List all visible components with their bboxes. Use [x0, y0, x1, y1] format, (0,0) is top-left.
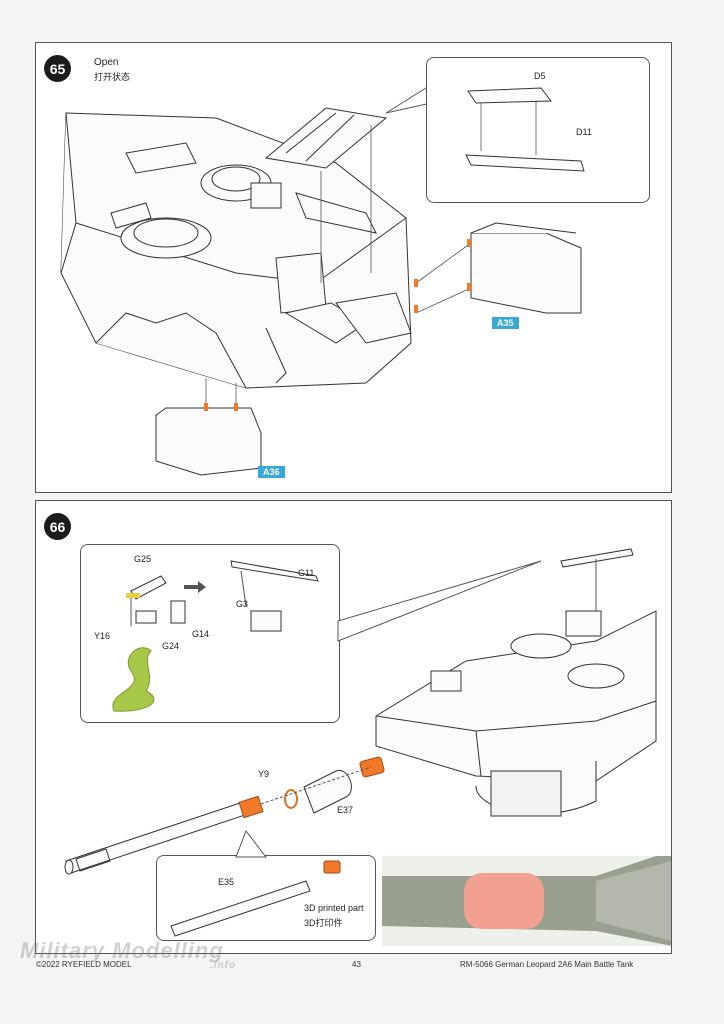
part-label-d11: D11	[576, 127, 592, 137]
footer-copyright: ©2022 RYEFIELD MODEL	[36, 960, 132, 969]
side-box-part	[470, 222, 582, 314]
step-number-badge: 65	[44, 55, 71, 82]
barrel-photo-inset	[382, 856, 671, 946]
part-label-g11: G11	[298, 568, 315, 578]
part-label-d5: D5	[534, 71, 546, 81]
part-label-y9: Y9	[258, 769, 270, 779]
turret-hull-drawing	[60, 112, 412, 389]
upper-hatch-part	[264, 107, 388, 169]
lower-tray-part	[155, 407, 262, 476]
mg-mount-parts	[130, 575, 186, 626]
part-label-g14: G14	[192, 629, 210, 639]
watermark-logo: Military Modelling .info	[20, 938, 237, 971]
part-label-e35: E35	[218, 877, 235, 887]
step-66-drawing	[64, 548, 671, 946]
turret-drawing	[375, 548, 657, 817]
step-66-panel: 66	[35, 500, 672, 954]
detail-callout-box	[426, 57, 650, 203]
mg-assembled	[230, 560, 319, 632]
step-number-badge: 66	[44, 513, 71, 540]
callout-inner-drawing	[465, 87, 585, 172]
footer-page-number: 43	[352, 960, 361, 969]
part-label-y16: Y16	[94, 631, 111, 641]
part-label-e37: E37	[337, 805, 354, 815]
part-label-g3: G3	[236, 599, 249, 609]
part-label-g25: G25	[134, 554, 152, 564]
open-note-cn: 打开状态	[94, 72, 131, 82]
part-tag-a36: A36	[258, 466, 285, 478]
printed-part-note: 3D printed part	[304, 903, 364, 913]
step-65-panel: 65 Open 打开状态	[35, 42, 672, 493]
open-note: Open	[94, 57, 119, 68]
footer-product-name: RM-5066 German Leopard 2A6 Main Battle T…	[460, 960, 634, 969]
part-label-g24: G24	[162, 641, 180, 651]
part-tag-a35: A35	[492, 317, 519, 329]
printed-part-note-cn: 3D打印件	[304, 918, 343, 928]
